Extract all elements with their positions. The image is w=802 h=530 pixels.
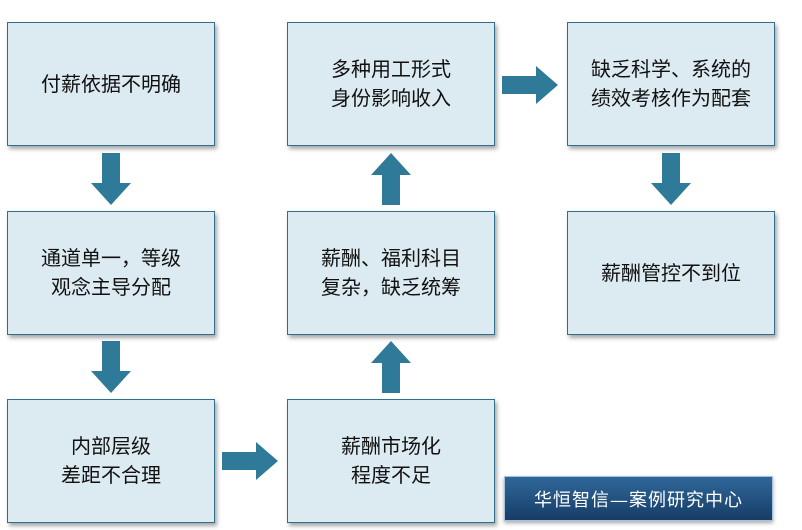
brand-logo-banner: 华恒智信—案例研究中心	[504, 476, 773, 521]
node-unclear-pay-basis-label: 付薪依据不明确	[41, 71, 181, 96]
node-internal-gap: 内部层级 差距不合理	[7, 399, 215, 523]
arrow-right-1	[222, 442, 278, 480]
arrow-down-1	[91, 153, 131, 205]
node-unclear-pay-basis: 付薪依据不明确	[7, 22, 215, 146]
arrow-down-2	[91, 341, 131, 393]
node-employment-forms: 多种用工形式 身份影响收入	[287, 22, 495, 146]
node-complex-items-label: 薪酬、福利科目 复杂，缺乏统筹	[321, 246, 461, 299]
node-market-degree-label: 薪酬市场化 程度不足	[341, 434, 441, 487]
node-lack-performance-label: 缺乏科学、系统的 绩效考核作为配套	[591, 57, 751, 110]
node-control-inadequate-label: 薪酬管控不到位	[601, 260, 741, 285]
arrow-up-2	[371, 153, 411, 205]
node-lack-performance: 缺乏科学、系统的 绩效考核作为配套	[567, 22, 775, 146]
arrow-down-3	[651, 153, 691, 205]
node-control-inadequate: 薪酬管控不到位	[567, 211, 775, 335]
node-complex-items: 薪酬、福利科目 复杂，缺乏统筹	[287, 211, 495, 335]
node-employment-forms-label: 多种用工形式 身份影响收入	[331, 57, 451, 110]
node-single-channel: 通道单一，等级 观念主导分配	[7, 211, 215, 335]
arrow-right-2	[502, 66, 558, 104]
node-market-degree: 薪酬市场化 程度不足	[287, 399, 495, 523]
node-single-channel-label: 通道单一，等级 观念主导分配	[41, 246, 181, 299]
arrow-up-1	[371, 341, 411, 393]
brand-logo-text: 华恒智信—案例研究中心	[534, 489, 743, 511]
node-internal-gap-label: 内部层级 差距不合理	[61, 434, 161, 487]
